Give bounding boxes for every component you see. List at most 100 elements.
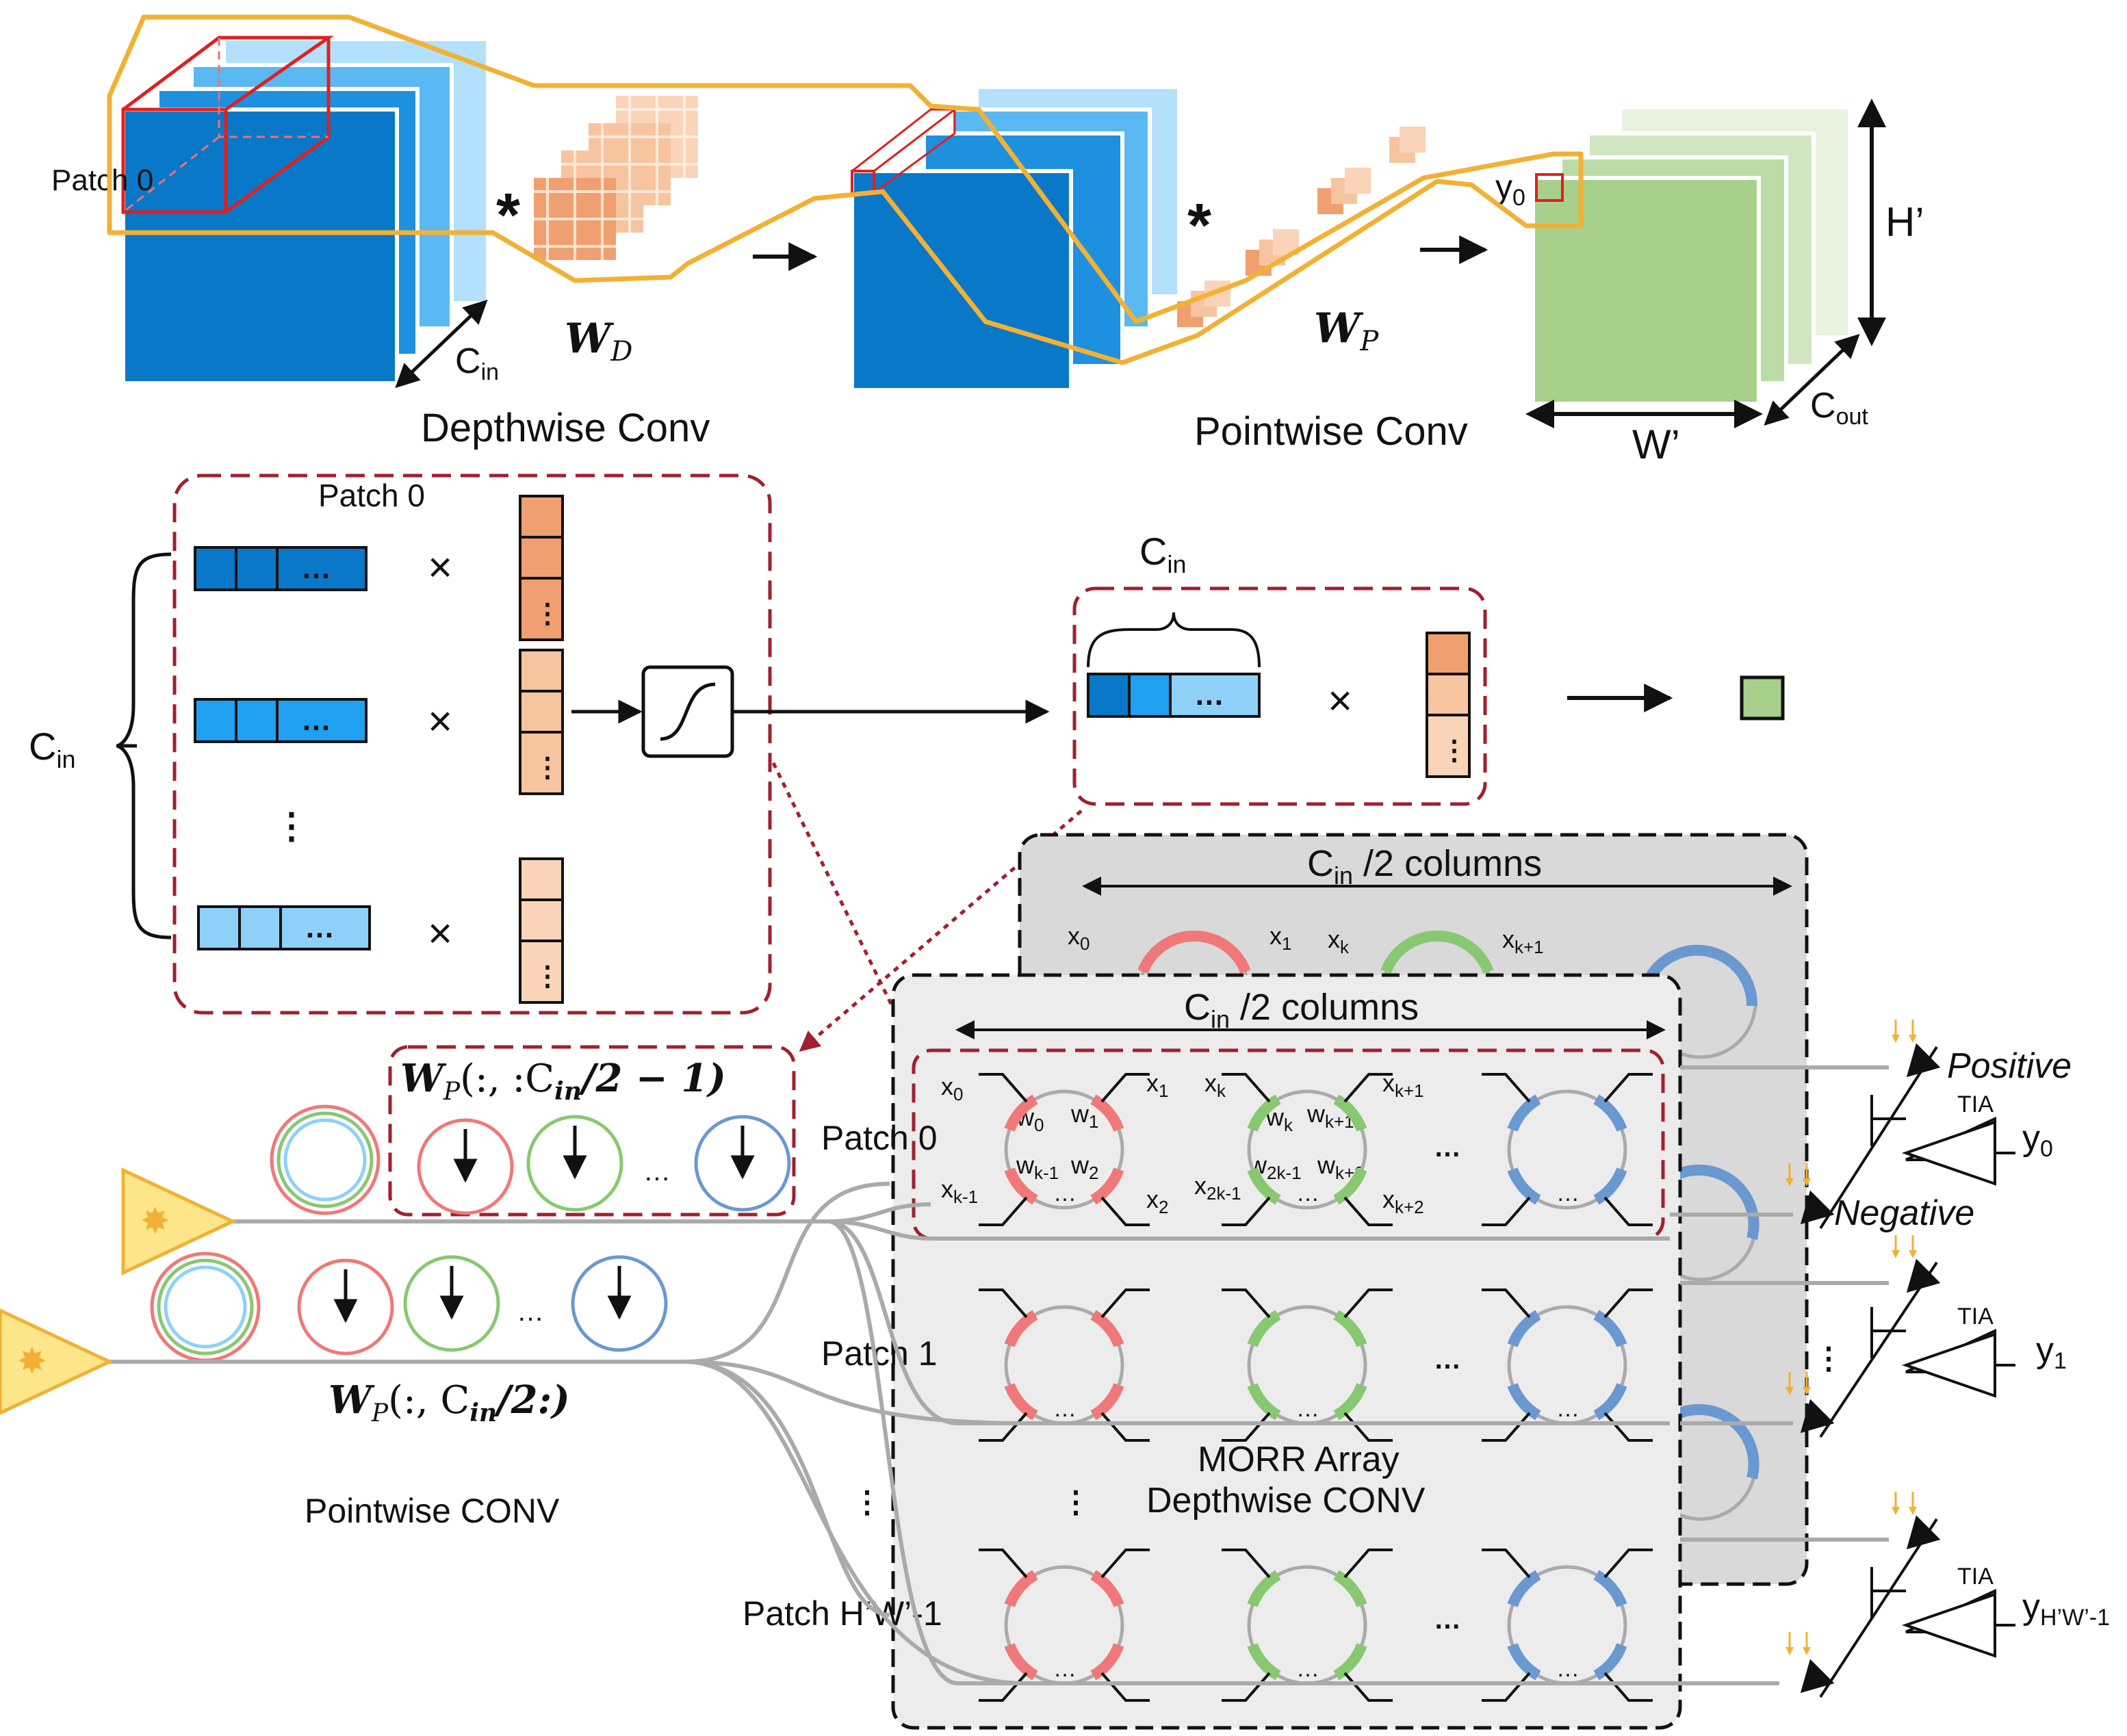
intermediate-feature-maps	[850, 89, 1177, 392]
positive-label: Positive	[1947, 1046, 2072, 1086]
x2-label: x2	[1146, 1185, 1168, 1217]
w-prime-label: W’	[1632, 422, 1680, 467]
y0-pixel	[1535, 173, 1564, 202]
y0-output-label: y0	[2022, 1118, 2053, 1162]
stacked-ring	[270, 1104, 381, 1215]
detector-vdots: ⋮	[1814, 1342, 1844, 1375]
rows-vdots: ⋮	[274, 807, 309, 846]
x0-label: x0	[941, 1072, 963, 1104]
xk1-label: xk+1	[1382, 1069, 1424, 1101]
tia-label: TIA	[1957, 1304, 1994, 1330]
tia-label: TIA	[1957, 1091, 1994, 1117]
laser-source-1: ✸	[121, 1167, 237, 1275]
cols-dots-1: …	[1434, 1132, 1461, 1163]
back-columns-label: Cin /2 columns	[1307, 843, 1542, 890]
front-columns-label: Cin /2 columns	[1184, 987, 1419, 1033]
svg-text:…: …	[1194, 678, 1224, 712]
wp-label: WP	[1314, 305, 1379, 357]
y1-output-label: y1	[2036, 1330, 2067, 1374]
ring-dots: …	[1053, 1396, 1077, 1422]
svg-text:⋮: ⋮	[534, 753, 561, 783]
weight-ring	[571, 1255, 668, 1352]
ring-dots: …	[1053, 1180, 1077, 1206]
middle-patch0-label: Patch 0	[318, 478, 425, 513]
rows-vdots-3: ⋮	[852, 1486, 882, 1519]
weight-vector-row-2: ⋮	[519, 649, 564, 795]
cout-arrow	[1764, 333, 1860, 426]
w1-label: w1	[1070, 1100, 1098, 1132]
output-pixel	[1740, 675, 1785, 721]
wp-bottom-label: WP(:, Cin/2:)	[328, 1377, 570, 1427]
times-1: ×	[428, 544, 452, 591]
balanced-detector: TIA	[1786, 1020, 2015, 1230]
svg-text:…: …	[305, 911, 335, 944]
laser-source-2: ✸	[0, 1308, 114, 1415]
xkm1-label: xk-1	[941, 1175, 978, 1207]
times-3: ×	[428, 910, 452, 957]
sigmoid-curve-icon	[660, 682, 716, 741]
xk2-label: xk+2	[1382, 1185, 1424, 1217]
patch-last-row-label: Patch H’W’-1	[743, 1594, 942, 1633]
x1-label: x1	[1146, 1069, 1168, 1101]
input-vector-row-3: …	[197, 905, 371, 950]
ring-dots-bottom: …	[517, 1297, 544, 1327]
morr-ring: …	[979, 1073, 1150, 1226]
cols-dots-2: …	[1434, 1345, 1461, 1375]
detector-circuits: TIA TIA TIA	[1786, 1020, 2015, 1698]
weight-ring	[526, 1115, 623, 1212]
depthwise-conv-label: Depthwise Conv	[421, 406, 710, 450]
back-xk1: xk+1	[1502, 925, 1544, 957]
morr-ring: …	[1222, 1073, 1393, 1226]
wd-label: WD	[565, 315, 632, 367]
weight-ring	[694, 1115, 791, 1212]
cin-label-left: Cin	[29, 725, 75, 773]
svg-text:…: …	[301, 703, 331, 737]
cout-label: Cout	[1810, 386, 1868, 430]
w2-label: w2	[1070, 1151, 1098, 1183]
depthwise-patch-box	[172, 474, 772, 1015]
ring-dots: …	[1556, 1396, 1580, 1422]
ring-dots: …	[1296, 1180, 1319, 1206]
patch0-label: Patch 0	[51, 164, 153, 197]
pointwise-conv-bottom-label: Pointwise CONV	[305, 1492, 560, 1530]
pointwise-rings: ……	[150, 1104, 791, 1362]
cin-top-brace	[1087, 612, 1261, 668]
h-prime-label: H’	[1885, 199, 1924, 245]
waveguides	[109, 1065, 1889, 1685]
input-vector-row-2: …	[194, 698, 368, 743]
xk-label: xk	[1204, 1069, 1226, 1101]
times-2: ×	[428, 698, 452, 745]
ylast-output-label: yH’W’-1	[2022, 1587, 2110, 1631]
input-feature-maps	[121, 36, 486, 385]
weight-ring	[417, 1118, 514, 1215]
svg-text:…: …	[301, 552, 331, 585]
ring-dots: …	[1053, 1656, 1077, 1682]
balanced-detector: TIA	[1786, 1492, 2015, 1698]
output-feature-maps	[1531, 109, 1848, 406]
svg-text:⋮: ⋮	[1441, 736, 1468, 766]
morr-array-label-2: Depthwise CONV	[1146, 1481, 1426, 1520]
wd-kernels	[534, 96, 698, 260]
ring-dots: …	[1556, 1656, 1580, 1682]
weight-ring	[403, 1255, 500, 1352]
balanced-detector: TIA	[1786, 1235, 2015, 1438]
pointwise-weight-vector: ⋮	[1426, 632, 1471, 778]
weight-vector-row-3: ⋮	[519, 857, 564, 1004]
pointwise-conv-label: Pointwise Conv	[1194, 409, 1468, 454]
patch1-row-label: Patch 1	[821, 1334, 938, 1373]
laser-star-icon: ✸	[140, 1202, 170, 1241]
weight-vector-row-1: ⋮	[519, 495, 564, 641]
middle-cin-label: Cin	[1139, 530, 1186, 578]
morr-array-label-1: MORR Array	[1198, 1440, 1400, 1479]
times-4: ×	[1328, 677, 1352, 725]
wp-top-label: WP(:, :Cin/2 − 1)	[400, 1056, 726, 1106]
ring-dots: …	[1556, 1180, 1580, 1206]
svg-text:⋮: ⋮	[534, 599, 561, 629]
pointwise-vector-box	[1072, 586, 1487, 806]
morr-ring: …	[1222, 1288, 1393, 1442]
ring-dots: …	[1296, 1656, 1319, 1682]
morr-array-front-panel	[891, 973, 1682, 1730]
dashed-arrow-pointwise	[799, 809, 1083, 1052]
cin-arrow	[395, 299, 488, 389]
